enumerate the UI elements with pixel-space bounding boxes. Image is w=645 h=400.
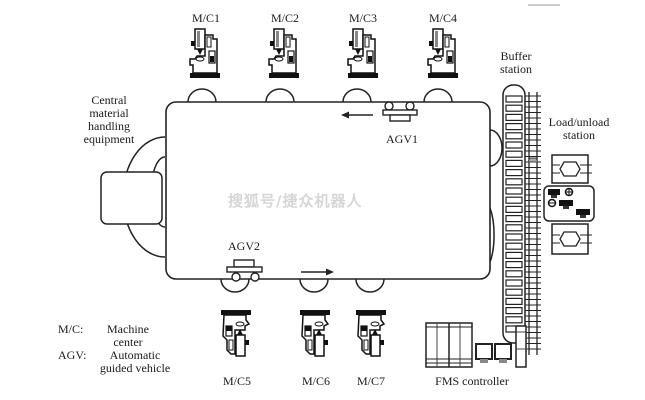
central-handling-label-line: equipment [83, 132, 135, 146]
buffer-slot [505, 178, 523, 186]
station-mc5 [220, 278, 250, 293]
mc5-label: M/C5 [222, 374, 251, 388]
decoration-bar [528, 4, 560, 6]
buffer-slot [505, 104, 523, 112]
station-mc1 [187, 88, 217, 103]
buffer-slot [505, 233, 523, 241]
legend-key-agv: AGV: [58, 348, 87, 362]
buffer-slot [505, 270, 523, 278]
load-unload-station[interactable] [543, 154, 595, 255]
station-mc2 [265, 88, 295, 103]
watermark: 搜狐号/捷众机器人 [228, 192, 363, 210]
machine-mc1-icon[interactable] [189, 28, 221, 79]
machine-mc7-icon[interactable] [355, 309, 387, 357]
buffer-slot [505, 242, 523, 250]
buffer-slot [505, 187, 523, 195]
agv1-vehicle-icon[interactable] [382, 101, 418, 122]
station-right-1 [489, 129, 503, 167]
legend-value-agv: Automatic guided vehicle [90, 349, 180, 375]
central-handling-equipment[interactable] [100, 171, 163, 225]
mc6-label: M/C6 [301, 374, 330, 388]
fms-controller-label: FMS controller [435, 374, 509, 388]
mc7-label: M/C7 [356, 374, 385, 388]
station-mc6 [299, 278, 329, 293]
agv2-label: AGV2 [228, 239, 260, 253]
machine-mc6-icon[interactable] [299, 309, 331, 357]
central-handling-label-line: Central [91, 93, 127, 107]
buffer-slot [505, 251, 523, 259]
load-unload-label: Load/unload station [542, 116, 616, 142]
station-mc3 [342, 88, 372, 103]
central-handling-label-line: handling [88, 119, 130, 133]
mc4-label: M/C4 [428, 11, 457, 25]
machine-mc3-icon[interactable] [347, 28, 379, 79]
station-mc4 [423, 88, 453, 103]
agv2-direction-arrow [301, 268, 334, 276]
legend-key-mc: M/C: [58, 322, 84, 336]
machine-mc4-icon[interactable] [427, 28, 459, 79]
buffer-slot [505, 307, 523, 315]
buffer-slot [505, 279, 523, 287]
load-unload-rail [525, 92, 541, 355]
buffer-station-label: Buffer station [494, 50, 538, 76]
agv1-label: AGV1 [386, 132, 418, 146]
machine-mc5-icon[interactable] [220, 309, 252, 357]
buffer-slot [505, 288, 523, 296]
agv1-direction-arrow [341, 111, 373, 119]
buffer-slot [505, 169, 523, 177]
buffer-slot [505, 297, 523, 305]
legend-value-line: center [113, 335, 143, 349]
mc2-label: M/C2 [270, 11, 299, 25]
buffer-slot [505, 196, 523, 204]
load-unload-label-line: Load/unload [548, 115, 610, 129]
central-handling-label: Central material handling equipment [78, 94, 140, 146]
load-unload-label-line: station [563, 128, 595, 142]
legend-value-mc: Machine center [104, 323, 152, 349]
legend-value-line: guided vehicle [99, 361, 171, 375]
buffer-slot [505, 141, 523, 149]
station-mc7 [355, 278, 385, 293]
buffer-slot [505, 159, 523, 167]
mc3-label: M/C3 [348, 11, 377, 25]
buffer-slot [505, 215, 523, 223]
buffer-slot [505, 95, 523, 103]
machine-mc2-icon[interactable] [268, 28, 300, 79]
buffer-slot [505, 316, 523, 324]
central-handling-label-line: material [89, 106, 129, 120]
legend-value-line: Machine [107, 322, 149, 336]
agv2-vehicle-icon[interactable] [226, 259, 263, 282]
fms-controller-icon[interactable] [425, 322, 527, 368]
station-right-2 [489, 207, 495, 263]
buffer-station-label-line: station [500, 62, 532, 76]
buffer-slot [505, 122, 523, 131]
buffer-station[interactable] [502, 84, 526, 344]
buffer-station-label-line: Buffer [500, 49, 532, 63]
buffer-slot [505, 205, 523, 213]
buffer-slot [505, 224, 523, 232]
buffer-slot [505, 132, 523, 140]
buffer-slot [505, 150, 523, 158]
legend-value-line: Automatic [109, 348, 161, 362]
mc1-label: M/C1 [191, 11, 220, 25]
buffer-slot [505, 113, 523, 122]
buffer-slots [505, 95, 523, 333]
buffer-slot [505, 261, 523, 269]
